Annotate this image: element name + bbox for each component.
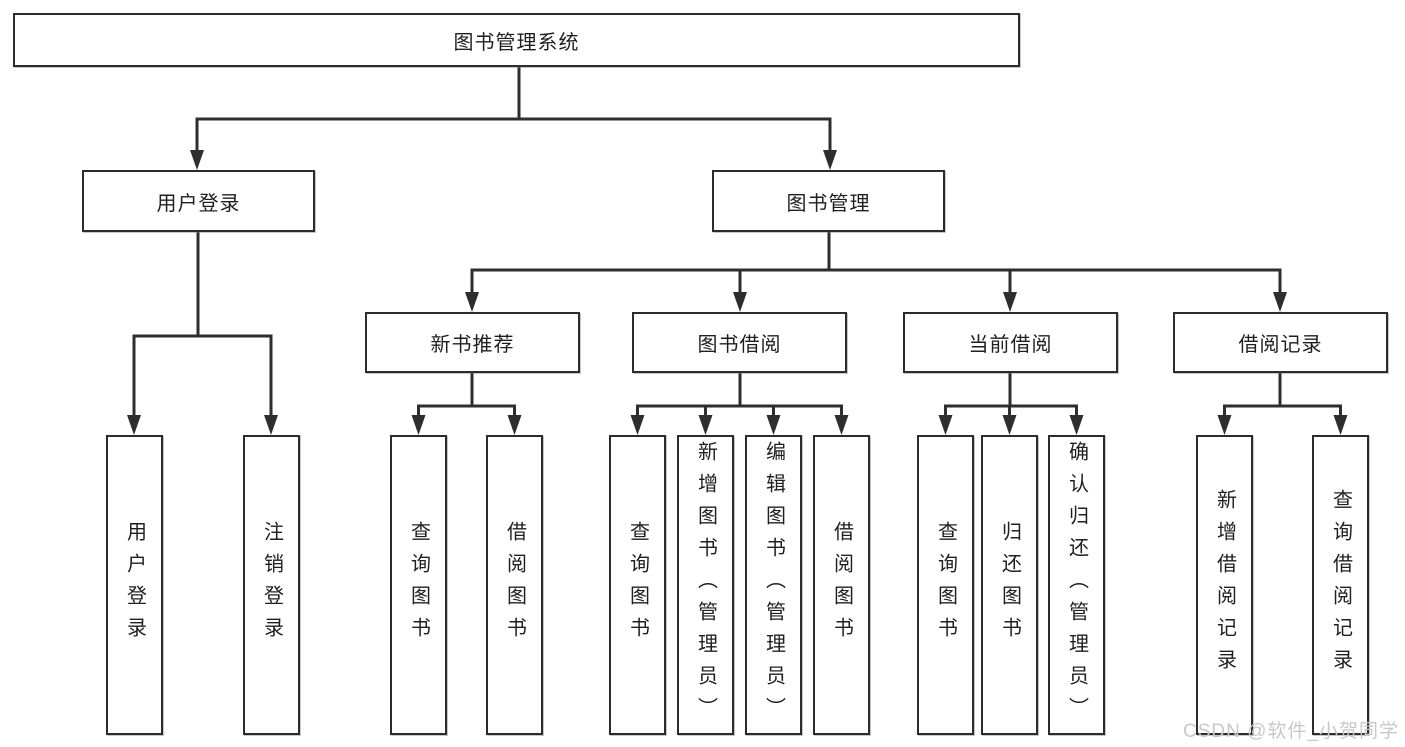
leaf-borrow-books-recommend: 借阅图书: [486, 435, 543, 735]
leaf-label: 查询借阅记录: [1329, 489, 1352, 681]
arrowhead-icon: [507, 415, 522, 435]
arrowhead-icon: [1003, 292, 1017, 312]
arrowhead-icon: [264, 415, 278, 435]
connector-new-book-recommend-fan: [411, 372, 522, 435]
node-label: 图书管理: [786, 192, 871, 215]
leaf-borrow-books-borrow: 借阅图书: [813, 435, 870, 735]
leaf-logout-login: 注销登录: [243, 435, 300, 735]
node-book-borrow: 图书借阅: [632, 312, 847, 373]
connector-book-management-to-level3: [465, 231, 1287, 312]
leaf-query-borrow-record: 查询借阅记录: [1312, 435, 1369, 735]
arrowhead-icon: [630, 415, 645, 435]
node-current-borrow: 当前借阅: [903, 312, 1118, 373]
arrowhead-icon: [127, 415, 141, 435]
arrowhead-icon: [823, 150, 837, 170]
connector-current-borrow-fan: [938, 372, 1084, 435]
leaf-return-book: 归还图书: [981, 435, 1038, 735]
leaf-add-book-admin: 新增图书（管理员）: [677, 435, 734, 735]
node-user-login: 用户登录: [82, 170, 315, 232]
leaf-add-borrow-record: 新增借阅记录: [1196, 435, 1253, 735]
leaf-label: 确认归还（管理员）: [1065, 441, 1088, 729]
arrowhead-icon: [698, 415, 713, 435]
leaf-edit-book-admin: 编辑图书（管理员）: [745, 435, 802, 735]
connector-book-borrow-fan: [630, 372, 849, 435]
csdn-watermark: CSDN @软件_小贺同学: [1183, 721, 1399, 742]
arrowhead-icon: [1333, 415, 1348, 435]
arrowhead-icon: [1273, 292, 1287, 312]
arrowhead-icon: [1002, 415, 1017, 435]
node-label: 图书借阅: [697, 334, 782, 356]
arrowhead-icon: [733, 292, 747, 312]
node-label: 图书管理系统: [453, 31, 580, 54]
leaf-label: 新增图书（管理员）: [694, 441, 717, 729]
arrowhead-icon: [1217, 415, 1232, 435]
leaf-label: 借阅图书: [830, 521, 853, 649]
leaf-query-books-current: 查询图书: [917, 435, 974, 735]
node-label: 新书推荐: [430, 334, 515, 356]
connector-root-to-level2: [190, 66, 837, 170]
leaf-confirm-return-admin: 确认归还（管理员）: [1048, 435, 1105, 735]
node-label: 借阅记录: [1238, 334, 1323, 356]
arrowhead-icon: [766, 415, 781, 435]
connector-user-login-branch: [127, 231, 278, 435]
arrowhead-icon: [465, 292, 479, 312]
arrowhead-icon: [411, 415, 426, 435]
node-book-management: 图书管理: [712, 170, 945, 232]
leaf-query-books-recommend: 查询图书: [390, 435, 447, 735]
arrowhead-icon: [834, 415, 849, 435]
leaf-label: 新增借阅记录: [1213, 489, 1236, 681]
arrowhead-icon: [190, 150, 204, 170]
node-label: 用户登录: [156, 192, 241, 215]
connector-borrow-records-fan: [1217, 372, 1348, 435]
node-label: 当前借阅: [968, 334, 1053, 356]
leaf-query-books-borrow: 查询图书: [609, 435, 666, 735]
leaf-label: 查询图书: [934, 521, 957, 649]
arrowhead-icon: [938, 415, 953, 435]
node-new-book-recommend: 新书推荐: [365, 312, 580, 373]
node-borrow-records: 借阅记录: [1173, 312, 1388, 373]
leaf-label: 归还图书: [998, 521, 1021, 649]
leaf-label: 编辑图书（管理员）: [762, 441, 785, 729]
leaf-label: 借阅图书: [503, 521, 526, 649]
leaf-label: 查询图书: [626, 521, 649, 649]
leaf-user-login: 用户登录: [106, 435, 163, 735]
leaf-label: 注销登录: [260, 521, 283, 649]
leaf-label: 查询图书: [407, 521, 430, 649]
arrowhead-icon: [1069, 415, 1084, 435]
leaf-label: 用户登录: [123, 521, 146, 649]
node-library-system: 图书管理系统: [13, 13, 1020, 67]
